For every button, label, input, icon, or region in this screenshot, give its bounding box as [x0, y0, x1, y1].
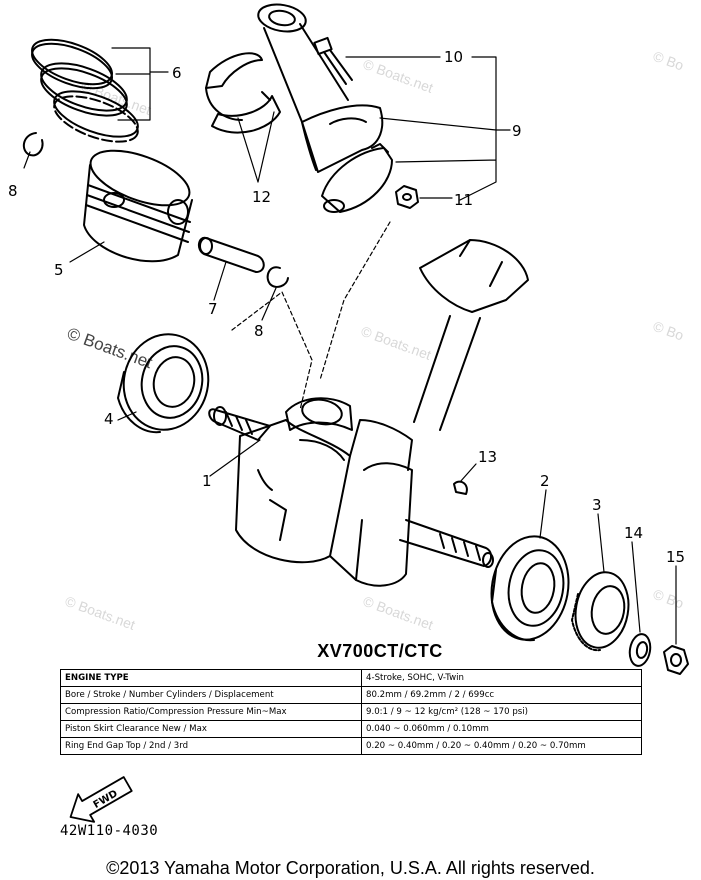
- connecting-rod: [257, 3, 384, 173]
- spec-table: ENGINE TYPE 4-Stroke, SOHC, V-Twin Bore …: [60, 669, 642, 755]
- spec-label: ENGINE TYPE: [60, 669, 362, 687]
- washer: [628, 633, 652, 667]
- fwd-arrow-icon: [69, 776, 133, 823]
- callout-7: 7: [208, 300, 218, 318]
- leader-lines: [23, 47, 677, 645]
- spec-value: 0.040 ~ 0.060mm / 0.10mm: [361, 720, 642, 738]
- piston-pin: [198, 236, 265, 273]
- watermark: © Boats.net: [361, 56, 436, 96]
- connecting-rod-bearings: [205, 52, 281, 134]
- spec-label: Ring End Gap Top / 2nd / 3rd: [60, 737, 362, 755]
- crankshaft-nut: [663, 645, 689, 675]
- watermark-layer: © Boats.net © Boats.net © Bo © Boats.net…: [63, 48, 686, 633]
- phantom-rod-outline: [231, 221, 391, 411]
- crankshaft-bearing-left: [117, 333, 210, 434]
- spec-value: 9.0:1 / 9 ~ 12 kg/cm² (128 ~ 170 psi): [361, 703, 642, 721]
- spec-value: 4-Stroke, SOHC, V-Twin: [361, 669, 642, 687]
- spec-row: Bore / Stroke / Number Cylinders / Displ…: [60, 686, 642, 704]
- connecting-rod-nut: [395, 185, 419, 209]
- crankshaft: [208, 397, 494, 587]
- callout-10: 10: [444, 48, 463, 66]
- fwd-label: FWD: [92, 788, 120, 811]
- callout-3: 3: [592, 496, 602, 514]
- connecting-rod-bolt: [313, 36, 353, 85]
- watermark: © Boats.net: [63, 593, 138, 633]
- spec-value: 0.20 ~ 0.40mm / 0.20 ~ 0.40mm / 0.20 ~ 0…: [361, 737, 642, 755]
- callout-13: 13: [478, 448, 497, 466]
- spec-value: 80.2mm / 69.2mm / 2 / 699cc: [361, 686, 642, 704]
- callout-15: 15: [666, 548, 685, 566]
- watermark: © Bo: [651, 48, 686, 74]
- crankshaft-bearing-right: [490, 535, 570, 642]
- callout-14: 14: [624, 524, 643, 542]
- woodruff-key: [453, 480, 468, 495]
- spec-title: XV700CT/CTC: [317, 641, 443, 661]
- spec-row: Piston Skirt Clearance New / Max 0.040 ~…: [60, 720, 642, 738]
- spec-label: Piston Skirt Clearance New / Max: [60, 720, 362, 738]
- callout-8: 8: [254, 322, 264, 340]
- watermark: © Bo: [651, 586, 686, 612]
- copyright-notice: ©2013 Yamaha Motor Corporation, U.S.A. A…: [106, 858, 595, 878]
- connecting-rod-cap: [321, 143, 393, 213]
- callout-11: 11: [454, 191, 473, 209]
- callout-2: 2: [540, 472, 550, 490]
- piston-pin-clip: [266, 266, 289, 288]
- callout-9: 9: [512, 122, 522, 140]
- watermark: © Boats.net: [361, 593, 436, 633]
- diagram-part-number: 42W110-4030: [60, 823, 159, 839]
- spec-row: Compression Ratio/Compression Pressure M…: [60, 703, 642, 721]
- piston-pin-clip: [22, 132, 44, 157]
- watermark: © Bo: [651, 318, 686, 344]
- piston: [83, 149, 193, 263]
- primary-drive-gear: [571, 571, 630, 652]
- callout-12: 12: [252, 188, 271, 206]
- spec-row: ENGINE TYPE 4-Stroke, SOHC, V-Twin: [60, 669, 642, 687]
- callout-5: 5: [54, 261, 64, 279]
- spec-row: Ring End Gap Top / 2nd / 3rd 0.20 ~ 0.40…: [60, 737, 642, 755]
- spec-label: Compression Ratio/Compression Pressure M…: [60, 703, 362, 721]
- spec-label: Bore / Stroke / Number Cylinders / Displ…: [60, 686, 362, 704]
- watermark: © Boats.net: [359, 323, 434, 363]
- piston-rings: [31, 38, 139, 143]
- connecting-rod-assembled: [413, 239, 529, 431]
- watermark: © Boats.net: [65, 324, 155, 372]
- callout-6: 6: [172, 64, 182, 82]
- callout-8: 8: [8, 182, 18, 200]
- callout-1: 1: [202, 472, 212, 490]
- callout-labels: 6 8 5 7 8 12 10 9 11 4 1 13 2 3 14 15: [8, 48, 685, 566]
- callout-4: 4: [104, 410, 114, 428]
